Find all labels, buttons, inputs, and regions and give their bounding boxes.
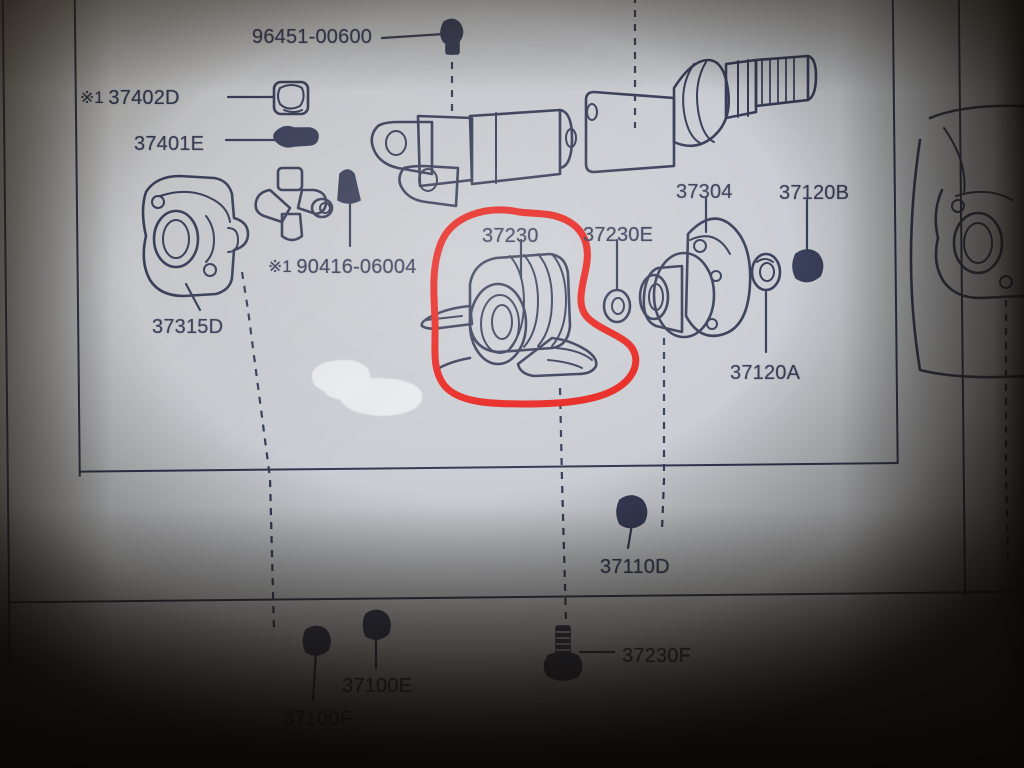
part-number-text: 37401E [134, 133, 205, 155]
part-number-label-37120A: 37120A [730, 362, 800, 385]
part-number-label-37401E: 37401E [134, 133, 204, 156]
part-drawing-90416-pin [337, 169, 361, 248]
leader-37100F [311, 650, 318, 702]
part-number-label-37100E: 37100E [342, 675, 412, 698]
part-number-label-90416-06004: ※1 90416-06004 [268, 256, 417, 279]
part-drawing-37120B [792, 249, 824, 283]
part-number-text: 37230F [622, 645, 692, 667]
part-drawing-propeller-shaft-front [370, 108, 577, 208]
part-drawing-propeller-shaft-rear [584, 54, 818, 174]
part-number-text: 37100F [283, 708, 353, 730]
leader-dashed-37304 [660, 338, 666, 531]
part-number-text: 37315D [152, 316, 224, 338]
part-drawing-37402D [272, 80, 310, 116]
part-drawing-37110D [616, 495, 648, 529]
part-drawing-37230E [602, 288, 632, 324]
reference-mark-icon: ※1 [268, 257, 297, 276]
part-number-text: 37120A [730, 362, 801, 384]
part-number-text: 37110D [600, 556, 670, 578]
part-number-text: 96451-00600 [252, 26, 373, 48]
part-drawing-right-edge-flange [909, 104, 1024, 379]
leader-96451 [380, 32, 446, 40]
part-drawing-37304 [638, 217, 752, 339]
part-drawing-37230F [543, 625, 583, 681]
leader-dashed-37315D [240, 271, 276, 633]
part-number-label-37120B: 37120B [779, 182, 849, 205]
part-drawing-96451-00600 [440, 18, 464, 55]
part-number-text: 90416-06004 [296, 256, 417, 278]
whiteout-smudge-3 [322, 372, 368, 400]
part-drawing-37100F [302, 625, 331, 656]
part-number-label-37110D: 37110D [600, 556, 670, 579]
part-number-label-37230F: 37230F [622, 645, 691, 668]
part-number-text: 37304 [676, 181, 733, 203]
part-drawing-37120A [750, 252, 782, 292]
part-number-text: 37230 [482, 225, 539, 247]
part-number-text: 37402D [108, 87, 180, 109]
part-number-text: 37230E [583, 224, 654, 246]
part-number-label-37230E: 37230E [583, 224, 653, 247]
part-number-label-37402D: ※1 37402D [80, 87, 180, 110]
part-number-label-37304: 37304 [676, 181, 733, 204]
part-drawing-37315D [141, 174, 250, 298]
part-number-label-37100F: 37100F [283, 708, 352, 731]
part-number-label-37315D: 37315D [152, 316, 223, 339]
reference-mark-icon: ※1 [80, 88, 109, 107]
leader-dashed-37230 [558, 387, 568, 621]
part-number-label-96451-00600: 96451-00600 [252, 26, 372, 49]
part-number-text: 37100E [342, 675, 413, 697]
part-number-label-37230: 37230 [482, 225, 539, 248]
part-drawing-37100E [362, 609, 391, 640]
part-drawing-37401E [273, 125, 319, 148]
leader-dashed-right-edge [1004, 300, 1010, 561]
part-drawing-37230-center-bearing [420, 252, 598, 378]
part-number-text: 37120B [779, 182, 850, 204]
part-drawing-90416-06004 [254, 166, 334, 242]
